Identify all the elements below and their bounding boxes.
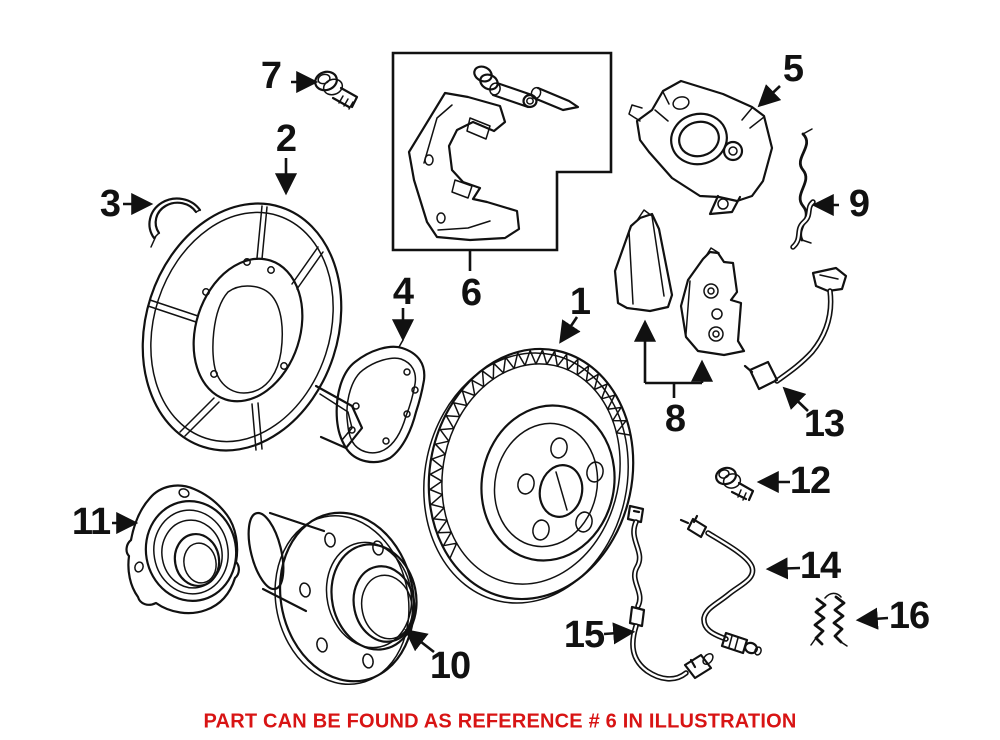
brake-rotor-drawing bbox=[423, 347, 635, 604]
callout-11: 11 bbox=[71, 501, 111, 543]
callout-9: 9 bbox=[848, 183, 870, 225]
callout-14: 14 bbox=[799, 545, 841, 587]
dust-shield-drawing bbox=[141, 202, 364, 452]
callout-4: 4 bbox=[392, 271, 414, 313]
callout-15: 15 bbox=[563, 614, 605, 656]
wheel-hub-drawing bbox=[247, 511, 418, 686]
carrier-box-drawing bbox=[391, 51, 613, 252]
callout-5: 5 bbox=[782, 48, 804, 90]
brake-hose-drawing bbox=[679, 514, 762, 656]
caliper-bolt-drawing bbox=[314, 70, 359, 110]
retaining-spring-drawing bbox=[810, 592, 848, 647]
callout-13: 13 bbox=[803, 403, 845, 445]
wheel-bearing-drawing bbox=[125, 484, 240, 615]
callout-3: 3 bbox=[99, 183, 121, 225]
callout-10: 10 bbox=[429, 645, 471, 687]
gasket-drawing bbox=[335, 339, 426, 464]
brake-pads-drawing bbox=[613, 209, 746, 357]
clip-drawing bbox=[148, 197, 202, 248]
callout-6: 6 bbox=[460, 272, 482, 314]
wear-sensor-drawing bbox=[743, 199, 848, 391]
callout-12: 12 bbox=[789, 460, 831, 502]
callout-8: 8 bbox=[664, 398, 686, 440]
callout-2: 2 bbox=[275, 118, 297, 160]
leader-arrows bbox=[112, 70, 889, 654]
reference-caption: PART CAN BE FOUND AS REFERENCE # 6 IN IL… bbox=[203, 710, 797, 733]
callout-1: 1 bbox=[569, 281, 591, 323]
callout-7: 7 bbox=[260, 55, 282, 97]
hose-bolt-drawing bbox=[715, 466, 755, 502]
caliper-drawing bbox=[628, 79, 774, 216]
callout-16: 16 bbox=[888, 595, 930, 637]
abs-sensor-drawing bbox=[626, 504, 714, 682]
